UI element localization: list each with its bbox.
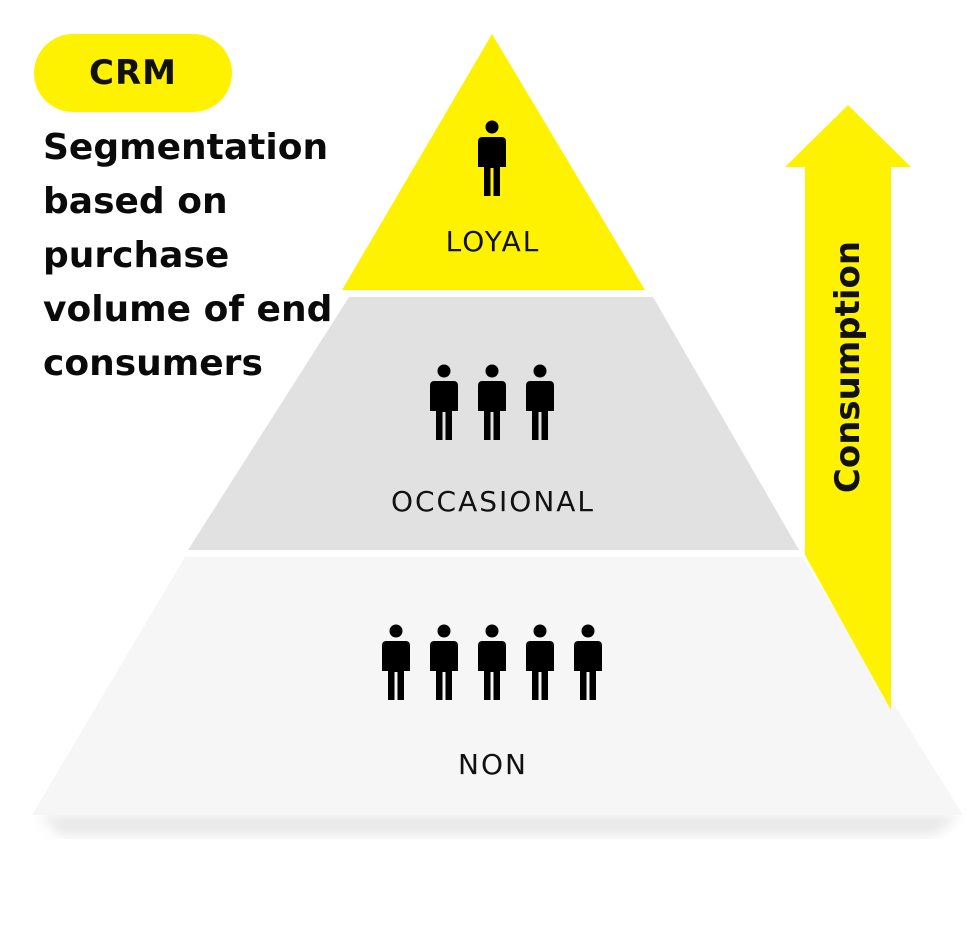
consumption-label: Consumption xyxy=(828,241,868,493)
crm-badge: CRM xyxy=(34,34,232,112)
page-title: Segmentation based on purchase volume of… xyxy=(43,127,333,384)
crm-badge-label: CRM xyxy=(89,53,177,93)
pyramid-shadow xyxy=(40,815,960,835)
tier-loyal-label: LOYAL xyxy=(446,225,541,258)
tier-non-label: NON xyxy=(458,748,528,781)
consumption-arrow xyxy=(785,105,911,710)
tier-occasional-label: OCCASIONAL xyxy=(391,485,595,518)
